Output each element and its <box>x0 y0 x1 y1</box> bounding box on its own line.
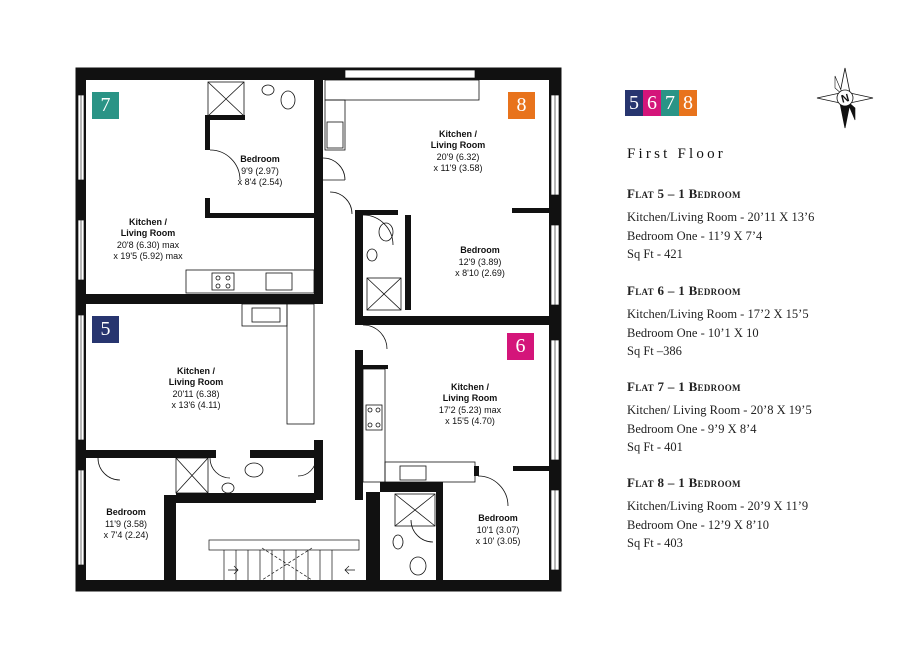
flat-8-badge: 8 <box>508 92 535 119</box>
flat-7-badge: 7 <box>92 92 119 119</box>
flat-8-summary: Flat 8 – 1 Bedroom Kitchen/Living Room -… <box>627 475 897 553</box>
f7-kitchen-dim2: x 19'5 (5.92) max <box>113 251 183 261</box>
flat-8-line-2: Bedroom One - 12’9 X 8’10 <box>627 517 769 532</box>
f5-bedroom-dim1: 11'9 (3.58) <box>105 519 147 529</box>
floor-title: First Floor <box>627 146 726 162</box>
fixtures <box>97 79 509 576</box>
compass: N <box>816 67 874 129</box>
room-labels: Bedroom 9'9 (2.97) x 8'4 (2.54) Kitchen … <box>104 129 521 546</box>
strip-5: 5 <box>625 90 643 116</box>
strip-6: 6 <box>643 90 661 116</box>
f8-bedroom-dim2: x 8'10 (2.69) <box>455 268 505 278</box>
f6-kitchen-dim1: 17'2 (5.23) max <box>439 405 502 415</box>
f5-kitchen-name1: Kitchen / <box>177 366 216 376</box>
flat-7-summary: Flat 7 – 1 Bedroom Kitchen/ Living Room … <box>627 379 897 457</box>
flat-8-line-3: Sq Ft - 403 <box>627 536 683 550</box>
f6-bedroom-name: Bedroom <box>478 513 518 523</box>
f6-kitchen-name1: Kitchen / <box>451 382 490 392</box>
f7-kitchen-dim1: 20'8 (6.30) max <box>117 240 180 250</box>
flat-6-badge: 6 <box>507 333 534 360</box>
flat-6-line-3: Sq Ft –386 <box>627 344 682 358</box>
flat-5-heading: Flat 5 – 1 Bedroom <box>627 186 741 201</box>
f5-bedroom-name: Bedroom <box>106 507 146 517</box>
f8-kitchen-name1: Kitchen / <box>439 129 478 139</box>
flat-8-heading: Flat 8 – 1 Bedroom <box>627 475 741 490</box>
f8-bedroom-name: Bedroom <box>460 245 500 255</box>
f7-kitchen-name1: Kitchen / <box>129 217 168 227</box>
flat-6-line-1: Kitchen/Living Room - 17’2 X 15’5 <box>627 307 809 321</box>
flat-5-line-1: Kitchen/Living Room - 20’11 X 13’6 <box>627 210 815 224</box>
f6-bedroom-dim2: x 10' (3.05) <box>476 536 521 546</box>
flat-6-summary: Flat 6 – 1 Bedroom Kitchen/Living Room -… <box>627 283 897 361</box>
f8-kitchen-dim2: x 11'9 (3.58) <box>433 163 482 173</box>
flat-5-line-3: Sq Ft - 421 <box>627 247 683 261</box>
f6-bedroom-dim1: 10'1 (3.07) <box>477 525 520 535</box>
f5-bedroom-dim2: x 7'4 (2.24) <box>104 530 149 540</box>
flat-5-badge: 5 <box>92 316 119 343</box>
flat-6-line-2: Bedroom One - 10’1 X 10 <box>627 325 759 340</box>
f7-bedroom-name: Bedroom <box>240 154 280 164</box>
f5-kitchen-dim2: x 13'6 (4.11) <box>171 400 220 410</box>
compass-north-label: N <box>840 92 851 106</box>
f7-bedroom-dim2: x 8'4 (2.54) <box>238 177 283 187</box>
flat-7-line-1: Kitchen/ Living Room - 20’8 X 19’5 <box>627 403 812 417</box>
flat-7-line-2: Bedroom One - 9’9 X 8’4 <box>627 421 757 436</box>
f5-kitchen-name2: Living Room <box>169 377 224 387</box>
flat-7-line-3: Sq Ft - 401 <box>627 440 683 454</box>
f8-kitchen-dim1: 20'9 (6.32) <box>437 152 480 162</box>
strip-7: 7 <box>661 90 679 116</box>
staircase <box>208 539 360 581</box>
flat-8-line-1: Kitchen/Living Room - 20’9 X 11’9 <box>627 499 809 513</box>
f8-bedroom-dim1: 12'9 (3.89) <box>459 257 502 267</box>
f8-kitchen-name2: Living Room <box>431 140 486 150</box>
flat-6-heading: Flat 6 – 1 Bedroom <box>627 283 741 298</box>
strip-8: 8 <box>679 90 697 116</box>
f6-kitchen-name2: Living Room <box>443 393 498 403</box>
f7-bedroom-dim1: 9'9 (2.97) <box>241 166 279 176</box>
flat-5-line-2: Bedroom One - 11’9 X 7’4 <box>627 228 763 243</box>
f5-kitchen-dim1: 20'11 (6.38) <box>172 389 219 399</box>
f6-kitchen-dim2: x 15'5 (4.70) <box>445 416 495 426</box>
f7-kitchen-name2: Living Room <box>121 228 176 238</box>
flat-5-summary: Flat 5 – 1 Bedroom Kitchen/Living Room -… <box>627 186 897 264</box>
flat-7-heading: Flat 7 – 1 Bedroom <box>627 379 741 394</box>
flat-number-strip: 5 6 7 8 <box>625 90 697 116</box>
